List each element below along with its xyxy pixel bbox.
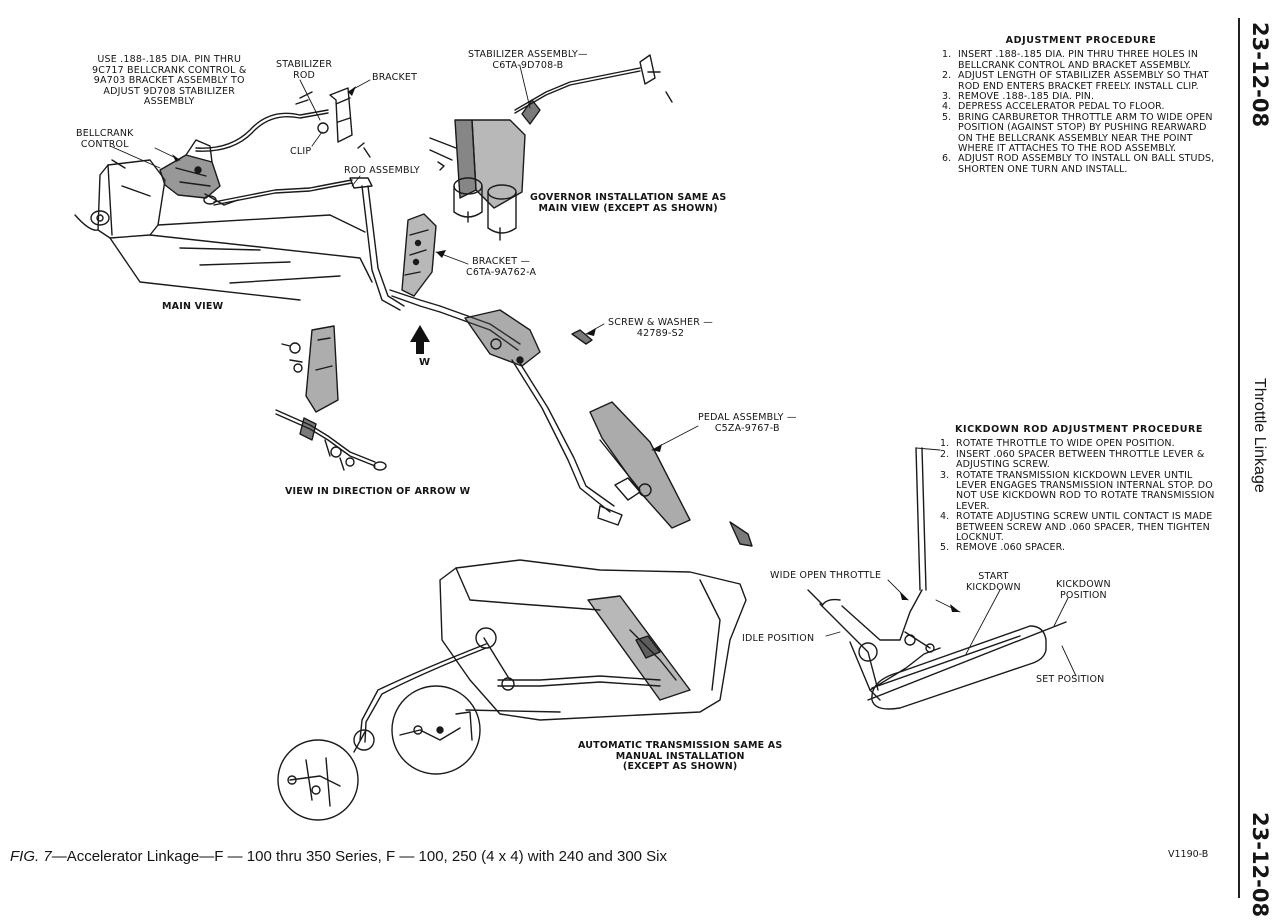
bracket-part [389, 213, 441, 313]
bellcrank-control-label: BELLCRANK CONTROL [76, 128, 134, 150]
page-number-top: 23-12-08 [1248, 22, 1272, 128]
kickdown-step: 2.Insert .060 spacer between throttle le… [940, 448, 1205, 471]
screw-washer-label: SCREW & WASHER — 42789-S2 [608, 317, 713, 339]
figure-caption: FIG. 7—Accelerator Linkage—F — 100 thru … [10, 848, 667, 865]
bellcrank-control-part [159, 139, 239, 206]
adjustment-step: 5.Bring carburetor throttle arm to wide … [942, 111, 1213, 155]
accelerator-linkage-diagram [74, 54, 1077, 821]
stabilizer-rod-label: STABILIZER ROD [276, 59, 333, 81]
section-title: Throttle Linkage [1251, 378, 1268, 493]
magnified-detail-circles [277, 685, 481, 821]
auto-trans-note: AUTOMATIC TRANSMISSION SAME AS MANUAL IN… [578, 740, 783, 772]
stabilizer-rod-part [195, 87, 371, 158]
adjustment-step: 1.Insert .188-.185 dia. pin thru three h… [942, 49, 1199, 71]
view-arrow-w-label: VIEW IN DIRECTION OF ARROW W [285, 486, 471, 497]
kickdown-step: 1.Rotate throttle to wide open position. [940, 438, 1175, 450]
bracket-label: BRACKET [372, 72, 418, 83]
leader-lines [109, 65, 1077, 677]
use-pin-note: USE .188-.185 DIA. PIN THRU 9C717 BELLCR… [92, 54, 247, 107]
arrow-w-letter: W [419, 357, 431, 368]
kickdown-procedure-title: KICKDOWN ROD ADJUSTMENT PROCEDURE [954, 424, 1204, 435]
margin-rule [1238, 18, 1240, 898]
adjustment-step: 3.Remove .188-.185 dia. pin. [942, 91, 1095, 103]
automatic-transmission-assembly [359, 559, 747, 743]
arrow-w-view-detail [275, 325, 387, 471]
main-view-engine-block [74, 159, 373, 301]
rod-assembly-label: ROD ASSEMBLY [344, 165, 420, 176]
accelerator-pedal-part [589, 401, 753, 547]
adjustment-procedure: ADJUSTMENT PROCEDURE 1.Insert .188-.185 … [940, 35, 1222, 175]
kickdown-procedure: KICKDOWN ROD ADJUSTMENT PROCEDURE 1.Rota… [938, 424, 1220, 554]
clip-label: CLIP [290, 146, 312, 157]
kickdown-detail-drawing [807, 447, 1067, 710]
adjustment-step: 4.Depress accelerator pedal to floor. [942, 101, 1165, 113]
kickdown-step: 4.Rotate adjusting screw until contact i… [940, 511, 1213, 544]
stabilizer-assembly-label: STABILIZER ASSEMBLY— C6TA-9D708-B [468, 49, 588, 71]
page-number-bottom: 23-12-08 [1248, 812, 1272, 918]
idle-position-label: IDLE POSITION [742, 633, 815, 644]
governor-note: GOVERNOR INSTALLATION SAME AS MAIN VIEW … [530, 192, 727, 214]
figure-label: FIG. 7 [10, 848, 52, 865]
pedal-assembly-label: PEDAL ASSEMBLY — C5ZA-9767-B [698, 412, 797, 434]
governor-assembly [429, 54, 673, 241]
kickdown-step: 5.Remove .060 spacer. [940, 542, 1066, 554]
kickdown-step: 3.Rotate transmission kickdown lever unt… [940, 469, 1215, 512]
adjustment-step: 6.Adjust rod assembly to install on ball… [942, 153, 1215, 175]
kickdown-position-label: KICKDOWN POSITION [1056, 579, 1111, 601]
bracket-part-label: BRACKET — C6TA-9A762-A [466, 256, 537, 278]
rod-assembly-part [213, 177, 405, 311]
set-position-label: SET POSITION [1036, 674, 1105, 685]
main-view-label: MAIN VIEW [162, 301, 224, 312]
wide-open-throttle-label: WIDE OPEN THROTTLE [770, 570, 882, 581]
adjustment-step: 2.Adjust length of stabilizer assembly s… [942, 70, 1209, 92]
view-arrow-w [410, 325, 430, 354]
start-kickdown-label: START KICKDOWN [966, 571, 1021, 593]
adjustment-procedure-title: ADJUSTMENT PROCEDURE [1005, 35, 1157, 46]
figure-id: V1190-B [1168, 849, 1209, 860]
figure-caption-text: —Accelerator Linkage—F — 100 thru 350 Se… [51, 848, 668, 865]
pedal-arm-part [439, 305, 623, 526]
